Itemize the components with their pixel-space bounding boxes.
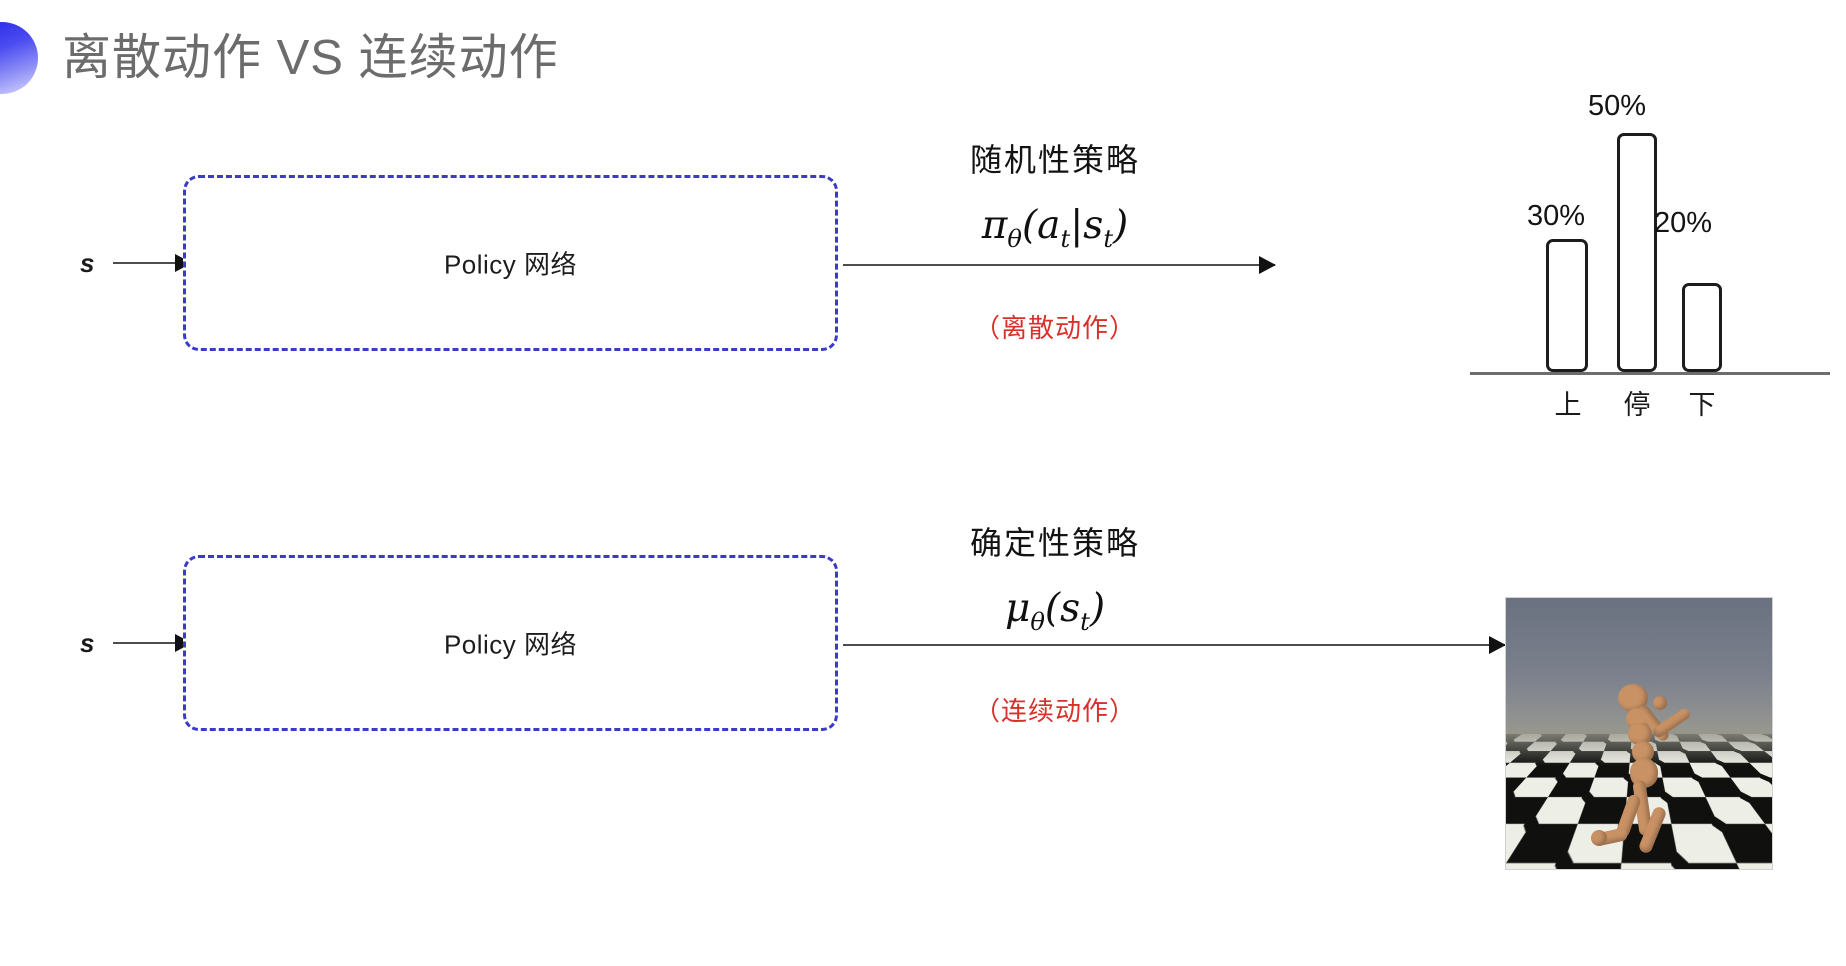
bar-value-label-1: 50% [1587, 90, 1647, 122]
bar-0 [1546, 239, 1588, 372]
humanoid-abdomen [1632, 741, 1654, 763]
annotation-note-continuous: （连续动作） [973, 695, 1136, 726]
formula-paren-open: ( [1021, 203, 1038, 248]
formula-symbol-pi: π [981, 203, 1008, 248]
humanoid-foot [1591, 830, 1607, 846]
bar-value-label-0: 30% [1526, 200, 1586, 232]
formula-subscript-theta: θ [1007, 224, 1022, 253]
annotation-note-discrete: （离散动作） [973, 312, 1136, 343]
bar-value-label-2: 20% [1653, 207, 1713, 239]
page-title: 离散动作 VS 连续动作 [62, 31, 559, 85]
humanoid-fist [1653, 696, 1667, 710]
formula-symbol-mu: μ [1004, 586, 1031, 631]
policy-network-label-continuous: Policy 网络 [443, 629, 578, 660]
arrow-policy-to-output-continuous [843, 644, 1505, 646]
formula-subscript-theta-2: θ [1030, 607, 1045, 636]
bar-category-label-2: 下 [1688, 390, 1716, 420]
bar-category-label-1: 停 [1623, 390, 1651, 420]
formula-paren-close-2: ) [1089, 586, 1106, 631]
formula-paren-open-2: ( [1044, 586, 1061, 631]
policy-network-box-continuous[interactable]: Policy 网络 [183, 555, 838, 731]
annotation-column-continuous: 确定性策略 μθ(st) （连续动作） [890, 518, 1220, 728]
annotation-heading-discrete: 随机性策略 [969, 142, 1140, 178]
formula-arg-state-2: s [1060, 586, 1081, 631]
formula-arg-action-subscript: t [1060, 224, 1071, 253]
bar-chart-baseline-axis [1470, 372, 1830, 375]
formula-conditional-bar: | [1070, 203, 1084, 248]
formula-arg-state-subscript-2: t [1080, 607, 1090, 636]
arrow-state-to-policy-discrete [113, 262, 191, 264]
arrow-state-to-policy-continuous [113, 642, 191, 644]
annotation-column-discrete: 随机性策略 πθ(at|st) （离散动作） [890, 135, 1220, 345]
state-input-label-discrete: s [80, 248, 95, 278]
policy-network-box-discrete[interactable]: Policy 网络 [183, 175, 838, 351]
formula-arg-state: s [1083, 203, 1104, 248]
title-decoration-icon [0, 22, 38, 94]
humanoid-chest-lower [1628, 723, 1652, 745]
bar-2 [1682, 283, 1722, 372]
bar-1 [1617, 133, 1657, 372]
policy-network-label-discrete: Policy 网络 [443, 249, 578, 280]
bar-category-label-0: 上 [1554, 390, 1582, 420]
annotation-formula-discrete: πθ(at|st) [890, 203, 1220, 253]
formula-arg-action: a [1037, 203, 1061, 248]
annotation-heading-continuous: 确定性策略 [969, 525, 1140, 561]
humanoid-simulation-image [1505, 597, 1773, 870]
arrow-policy-to-output-discrete [843, 264, 1275, 266]
annotation-formula-continuous: μθ(st) [890, 586, 1220, 636]
state-input-label-continuous: s [80, 628, 95, 658]
formula-arg-state-subscript: t [1103, 224, 1114, 253]
action-probability-bar-chart: 30% 上 50% 停 20% 下 [1470, 90, 1846, 420]
formula-paren-close: ) [1113, 203, 1129, 248]
